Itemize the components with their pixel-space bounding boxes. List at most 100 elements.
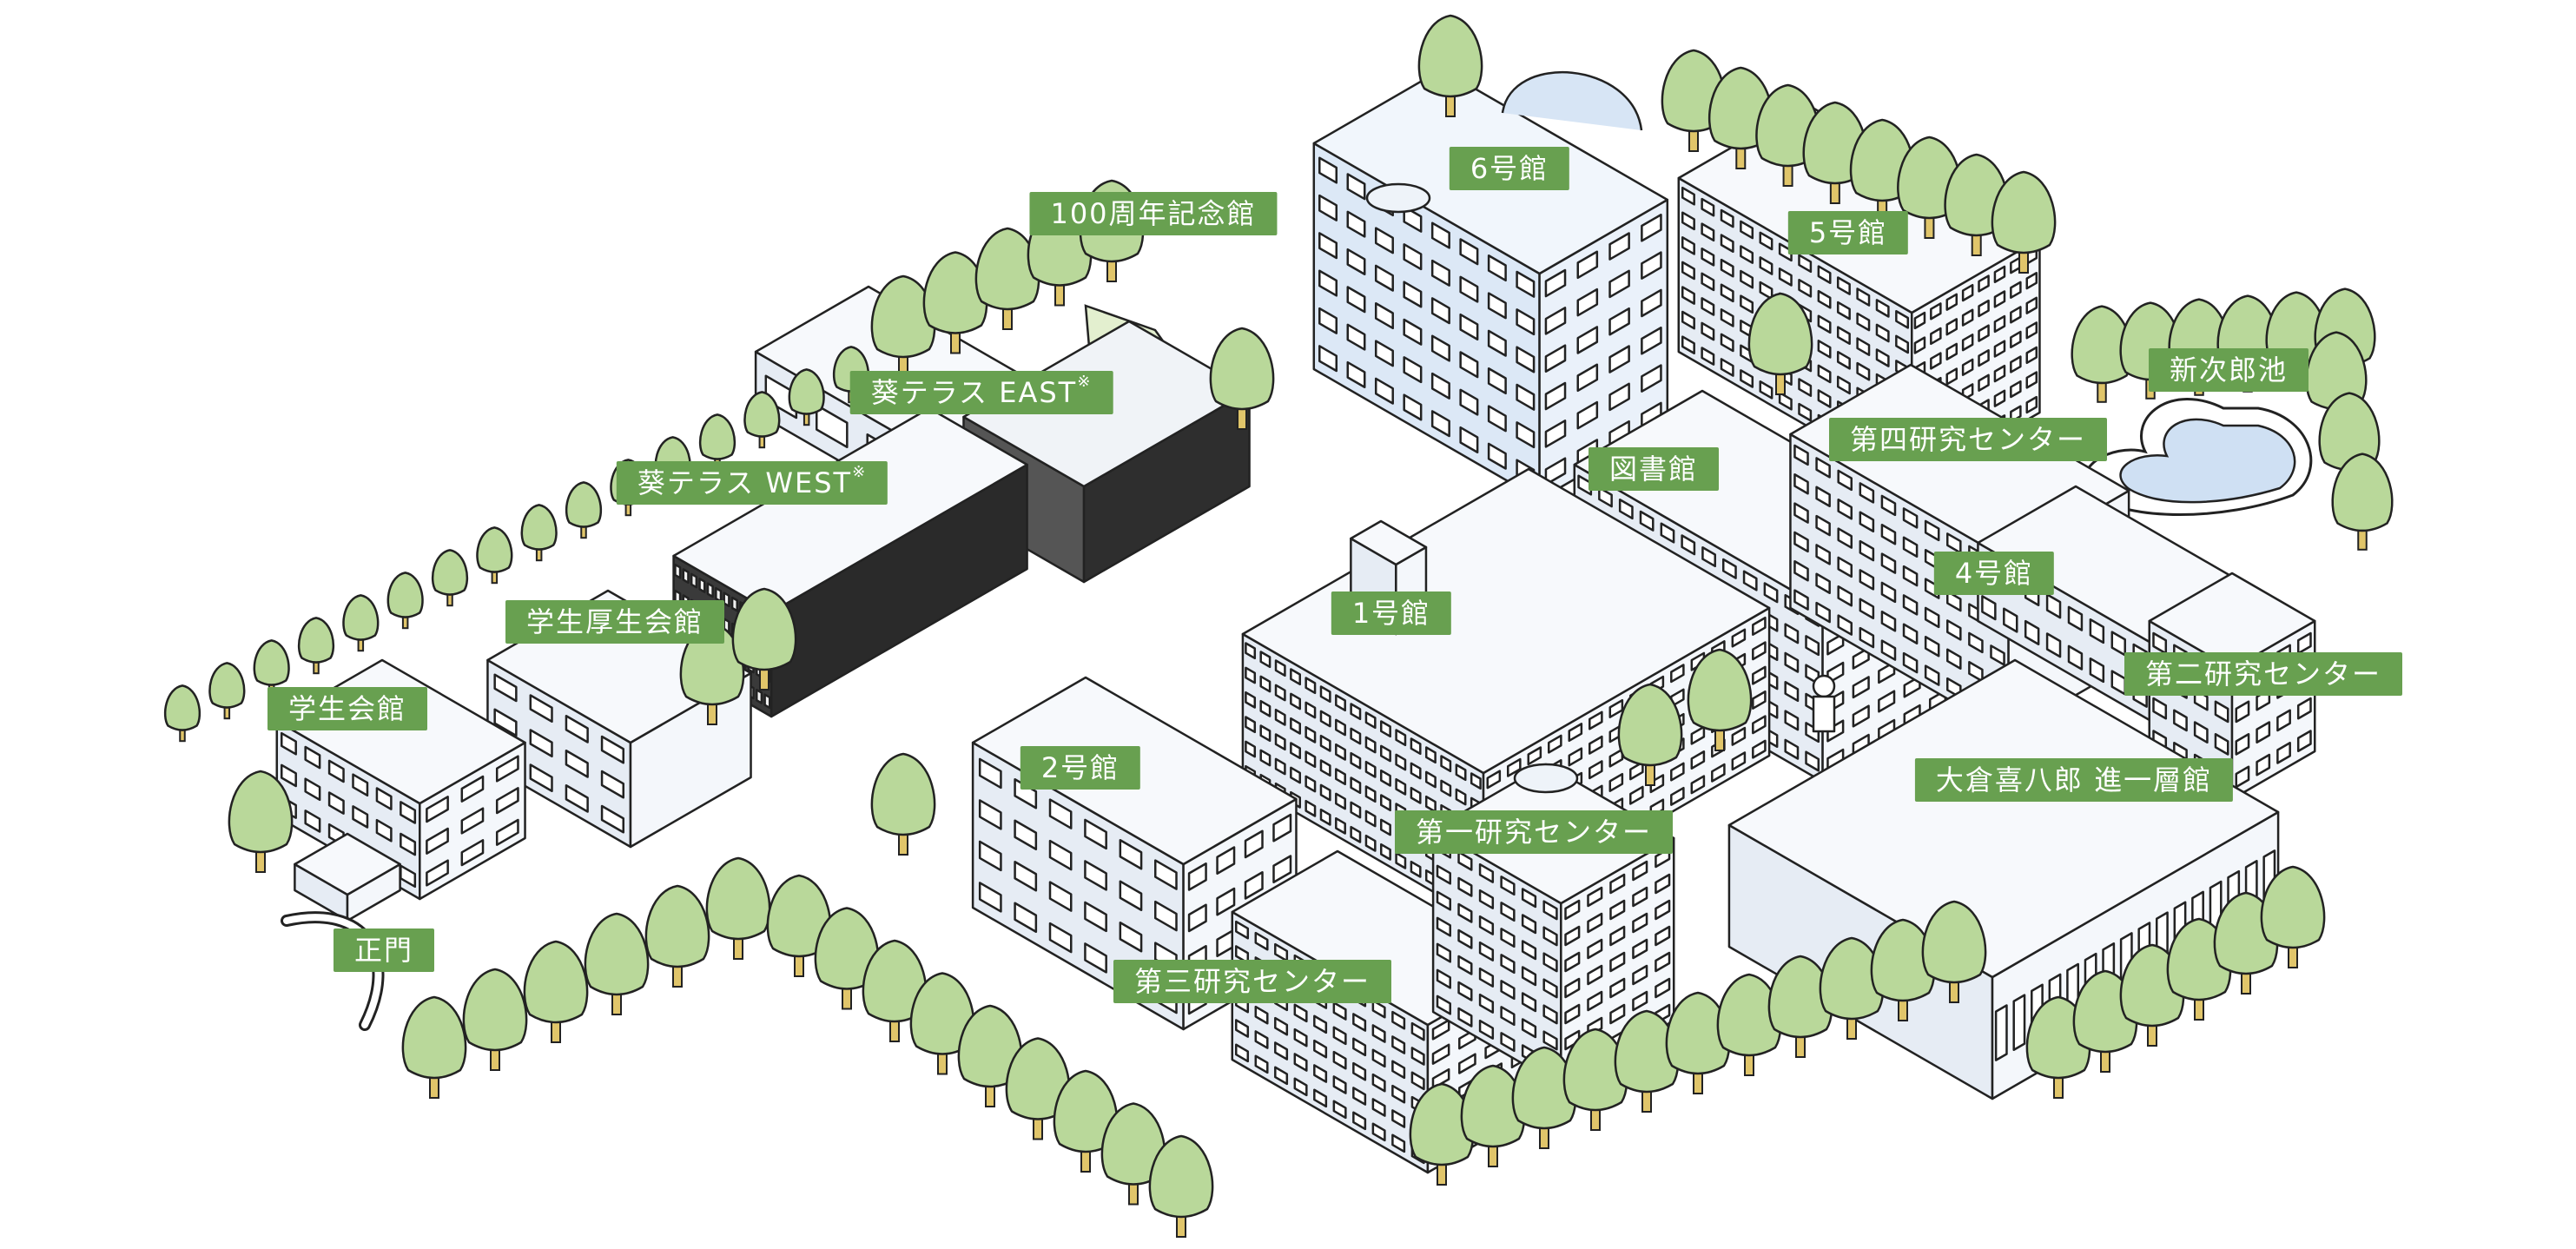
window (1487, 292, 1507, 320)
window (1859, 482, 1875, 504)
window (1350, 727, 1362, 745)
label-shinjiro-pond[interactable]: 新次郎池 (2148, 348, 2309, 392)
window (1459, 388, 1479, 416)
label-aoi-terrace-west[interactable]: 葵テラス WEST※ (616, 461, 888, 505)
window (1878, 690, 1896, 713)
label-building-6[interactable]: 6号館 (1449, 147, 1570, 190)
window (375, 787, 393, 810)
window (600, 804, 625, 834)
window (1274, 659, 1286, 677)
tree (766, 874, 832, 977)
label-aoi-terrace-east[interactable]: 葵テラス EAST※ (849, 371, 1113, 414)
window (1440, 779, 1452, 797)
window (1564, 1003, 1581, 1025)
tree (705, 856, 771, 960)
window (1187, 862, 1207, 891)
tree (584, 912, 650, 1015)
label-building-5[interactable]: 5号館 (1787, 211, 1909, 254)
tree-crown (1209, 327, 1275, 411)
label-building-1[interactable]: 1号館 (1331, 591, 1452, 635)
window (1609, 899, 1626, 921)
window (1346, 323, 1366, 351)
window (1048, 798, 1073, 829)
window (529, 729, 553, 757)
window (1346, 173, 1366, 201)
window (1895, 334, 1910, 354)
window (1815, 514, 1831, 537)
window (1930, 352, 1942, 370)
window (1817, 314, 1832, 334)
window (1859, 569, 1875, 591)
window (1346, 360, 1366, 388)
gate-pavilion (294, 832, 401, 922)
window (763, 693, 771, 710)
window (1350, 776, 1362, 795)
tree (1148, 1134, 1214, 1238)
window (600, 770, 625, 799)
window (1720, 208, 1734, 228)
window (1431, 1019, 1450, 1041)
window (1564, 899, 1581, 921)
window (1516, 308, 1536, 336)
tree-crown (705, 856, 771, 941)
window (1902, 565, 1919, 587)
window (1335, 816, 1346, 835)
window (2296, 631, 2312, 655)
window (1335, 768, 1346, 786)
window (1436, 942, 1451, 963)
window (1436, 890, 1451, 911)
window (1815, 486, 1831, 508)
window (1875, 299, 1890, 318)
window (1290, 766, 1301, 784)
window (1319, 734, 1331, 752)
window (1740, 269, 1754, 289)
window (1332, 1075, 1347, 1094)
label-research-center-2[interactable]: 第二研究センター (2124, 652, 2403, 696)
window (1778, 391, 1793, 411)
window (1880, 610, 1897, 632)
window (1364, 810, 1377, 828)
label-library[interactable]: 図書館 (1588, 447, 1720, 491)
window (1305, 677, 1317, 695)
window (1542, 952, 1558, 973)
tree-crown (584, 912, 650, 996)
window (1410, 786, 1422, 804)
label-okura-hall[interactable]: 大倉喜八郎 進一層館 (1914, 758, 2234, 802)
window (1817, 389, 1832, 408)
window (600, 735, 625, 764)
window (1701, 297, 1715, 316)
window (1380, 818, 1391, 836)
tree (870, 752, 936, 856)
window (1380, 794, 1391, 812)
window (2025, 346, 2038, 365)
window (1293, 1077, 1308, 1097)
window (1817, 364, 1832, 384)
window (1305, 775, 1317, 793)
window (1430, 372, 1450, 400)
window (1487, 405, 1507, 433)
label-building-2[interactable]: 2号館 (1020, 746, 1141, 790)
label-student-hall[interactable]: 学生会館 (267, 687, 428, 730)
label-student-welfare-hall[interactable]: 学生厚生会館 (505, 600, 725, 644)
tree (862, 939, 928, 1042)
building-roof (1241, 467, 1771, 775)
window (1544, 381, 1567, 411)
window (1598, 486, 1613, 508)
label-100th-anniversary-hall[interactable]: 100周年記念館 (1029, 192, 1278, 235)
window (2296, 730, 2312, 752)
window (1856, 287, 1871, 307)
label-research-center-4[interactable]: 第四研究センター (1828, 418, 2108, 461)
label-main-gate[interactable]: 正門 (333, 928, 435, 972)
label-research-center-1[interactable]: 第一研究センター (1394, 810, 1674, 854)
window (1048, 881, 1073, 912)
statue-body (1812, 695, 1836, 733)
label-building-4[interactable]: 4号館 (1933, 552, 2055, 595)
window (1544, 344, 1567, 373)
window (327, 791, 345, 815)
window (1319, 759, 1331, 777)
window (1701, 197, 1715, 217)
window (1946, 619, 1962, 641)
window (1293, 1003, 1308, 1023)
window (1913, 311, 1926, 330)
label-research-center-3[interactable]: 第三研究センター (1113, 960, 1392, 1003)
